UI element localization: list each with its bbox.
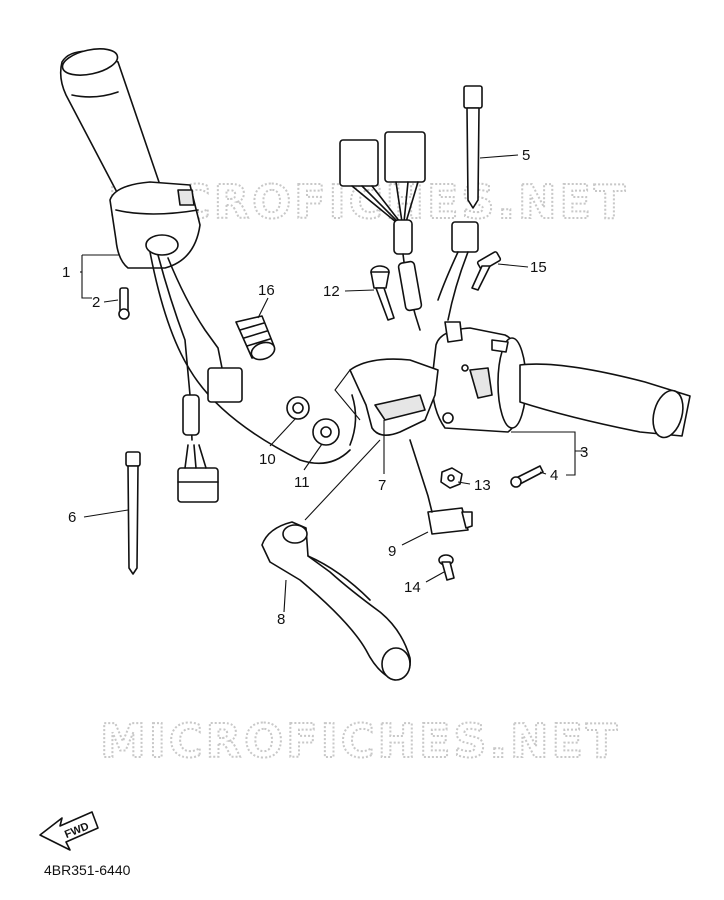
left-switch-wire	[157, 254, 193, 441]
callout-4: 4	[550, 467, 558, 484]
callout-14: 14	[404, 579, 421, 596]
diagram-code: 4BR351-6440	[44, 862, 131, 878]
lever-pivot-guide	[304, 439, 381, 521]
harness-sleeve	[397, 260, 423, 312]
callout-1: 1	[62, 264, 70, 281]
cable-tie-5	[463, 85, 483, 209]
leader-lines	[80, 154, 586, 613]
lever-8	[261, 521, 412, 681]
lever-bracket	[349, 358, 439, 446]
callout-15: 15	[530, 259, 547, 276]
switch-9	[409, 439, 473, 535]
left-grip	[59, 48, 161, 199]
callout-10: 10	[259, 451, 276, 468]
watermark-bottom: MICROFICHES.NET	[100, 714, 620, 768]
callout-13: 13	[474, 477, 491, 494]
callout-5: 5	[522, 147, 530, 164]
callout-6: 6	[68, 509, 76, 526]
small-connector-right	[437, 221, 479, 321]
left-wire-sleeve	[182, 394, 200, 436]
screw-4	[510, 465, 544, 488]
cable-tie-6	[125, 451, 141, 575]
callout-2: 2	[92, 294, 100, 311]
callout-11: 11	[294, 474, 310, 491]
bolt-12	[370, 265, 395, 321]
screw-14	[438, 554, 455, 581]
callout-7: 7	[378, 477, 386, 494]
twin-connectors	[339, 131, 426, 255]
nut-13	[440, 467, 463, 489]
callout-16: 16	[258, 282, 275, 299]
washer-11	[312, 418, 340, 446]
right-switch-housing	[431, 321, 527, 433]
callouts: 1 2 3 4 5 6 7 8 9 10 11 12 13 14 15 16	[62, 147, 588, 628]
right-grip	[519, 363, 691, 439]
callout-9: 9	[388, 543, 396, 560]
left-connector-small	[207, 367, 243, 403]
left-switch-cable	[149, 251, 351, 465]
boot-16	[235, 315, 276, 361]
callout-8: 8	[277, 611, 285, 628]
left-switch-housing	[109, 181, 201, 269]
left-connector	[177, 444, 219, 503]
fwd-arrow-icon: FWD	[39, 811, 99, 851]
nut-10	[286, 396, 310, 420]
screw-2	[118, 287, 130, 320]
callout-12: 12	[323, 283, 340, 300]
lever-cable-guide	[334, 369, 361, 421]
callout-3: 3	[580, 444, 588, 461]
left-switch-wire-2	[167, 257, 223, 369]
screw-15	[471, 251, 502, 291]
